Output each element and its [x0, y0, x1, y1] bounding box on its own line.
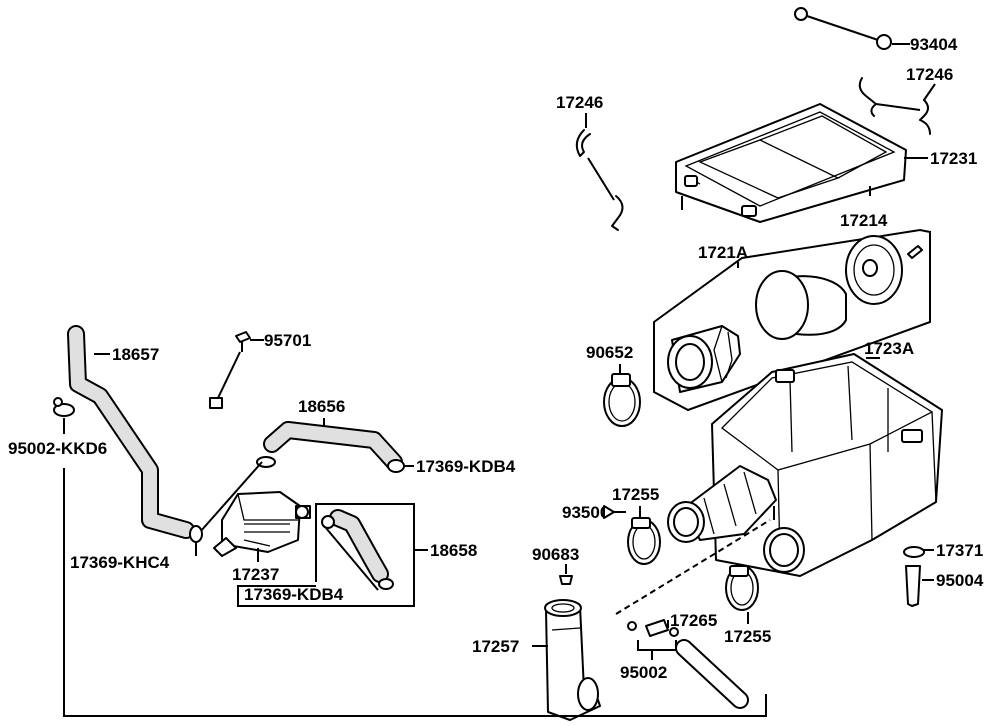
label-95002: 95002 [620, 663, 667, 682]
hose-routing-line [63, 468, 767, 717]
label-93500: 93500 [562, 503, 609, 522]
clip-17246-left[interactable] [575, 113, 624, 231]
label-93404: 93404 [910, 35, 958, 54]
drain-tube-95004[interactable] [905, 565, 934, 607]
clamp-17255-lower[interactable] [725, 565, 759, 624]
screw-93500[interactable] [603, 505, 626, 519]
label-17214: 17214 [840, 211, 888, 230]
drain-17371[interactable] [903, 546, 934, 558]
filter-element-kit-1721A[interactable] [653, 228, 931, 412]
clip-17246-right[interactable] [858, 77, 936, 135]
air-cleaner-case-1723A[interactable] [667, 353, 943, 577]
label-17255-lower: 17255 [724, 627, 771, 646]
label-17265: 17265 [670, 611, 717, 630]
label-17371: 17371 [936, 541, 983, 560]
label-17246-left: 17246 [556, 93, 603, 112]
label-17246-right: 17246 [906, 65, 953, 84]
label-90652: 90652 [586, 343, 633, 362]
drain-hose[interactable] [675, 639, 749, 709]
breather-hose-18657[interactable] [67, 325, 195, 539]
label-17369-KDB4-lower: 17369-KDB4 [244, 585, 344, 604]
intake-duct-17257[interactable] [532, 599, 601, 721]
screw-90683[interactable] [559, 564, 573, 585]
label-18657: 18657 [112, 345, 159, 364]
label-1721A: 1721A [698, 243, 748, 262]
hose-kit-18658[interactable] [237, 503, 428, 607]
clamp-17369-KHC4[interactable] [189, 525, 203, 556]
label-95002-KKD6: 95002-KKD6 [8, 439, 107, 458]
label-17255-upper: 17255 [612, 485, 659, 504]
label-95004: 95004 [936, 571, 984, 590]
clamp-95002-KKD6[interactable] [53, 397, 75, 434]
breather-hose-18656[interactable] [256, 418, 414, 473]
label-17369-KHC4: 17369-KHC4 [70, 553, 170, 572]
clamp-90652[interactable] [603, 364, 641, 427]
label-17237: 17237 [232, 565, 279, 584]
label-1723A: 1723A [864, 339, 914, 358]
label-17257: 17257 [472, 637, 519, 656]
label-18656: 18656 [298, 397, 345, 416]
label-17231: 17231 [930, 149, 977, 168]
fitting-17265[interactable] [645, 619, 669, 637]
label-17369-KDB4-upper: 17369-KDB4 [416, 457, 516, 476]
clamp-95002[interactable] [627, 621, 679, 660]
clamp-17255-upper[interactable] [627, 506, 661, 565]
air-cleaner-cover-17231[interactable] [675, 103, 928, 223]
bolt-93404[interactable] [794, 7, 910, 50]
bolt-95701[interactable] [209, 331, 264, 409]
breather-separator-17237[interactable] [199, 461, 311, 562]
label-90683: 90683 [532, 545, 579, 564]
label-18658: 18658 [430, 541, 477, 560]
label-95701: 95701 [264, 331, 311, 350]
